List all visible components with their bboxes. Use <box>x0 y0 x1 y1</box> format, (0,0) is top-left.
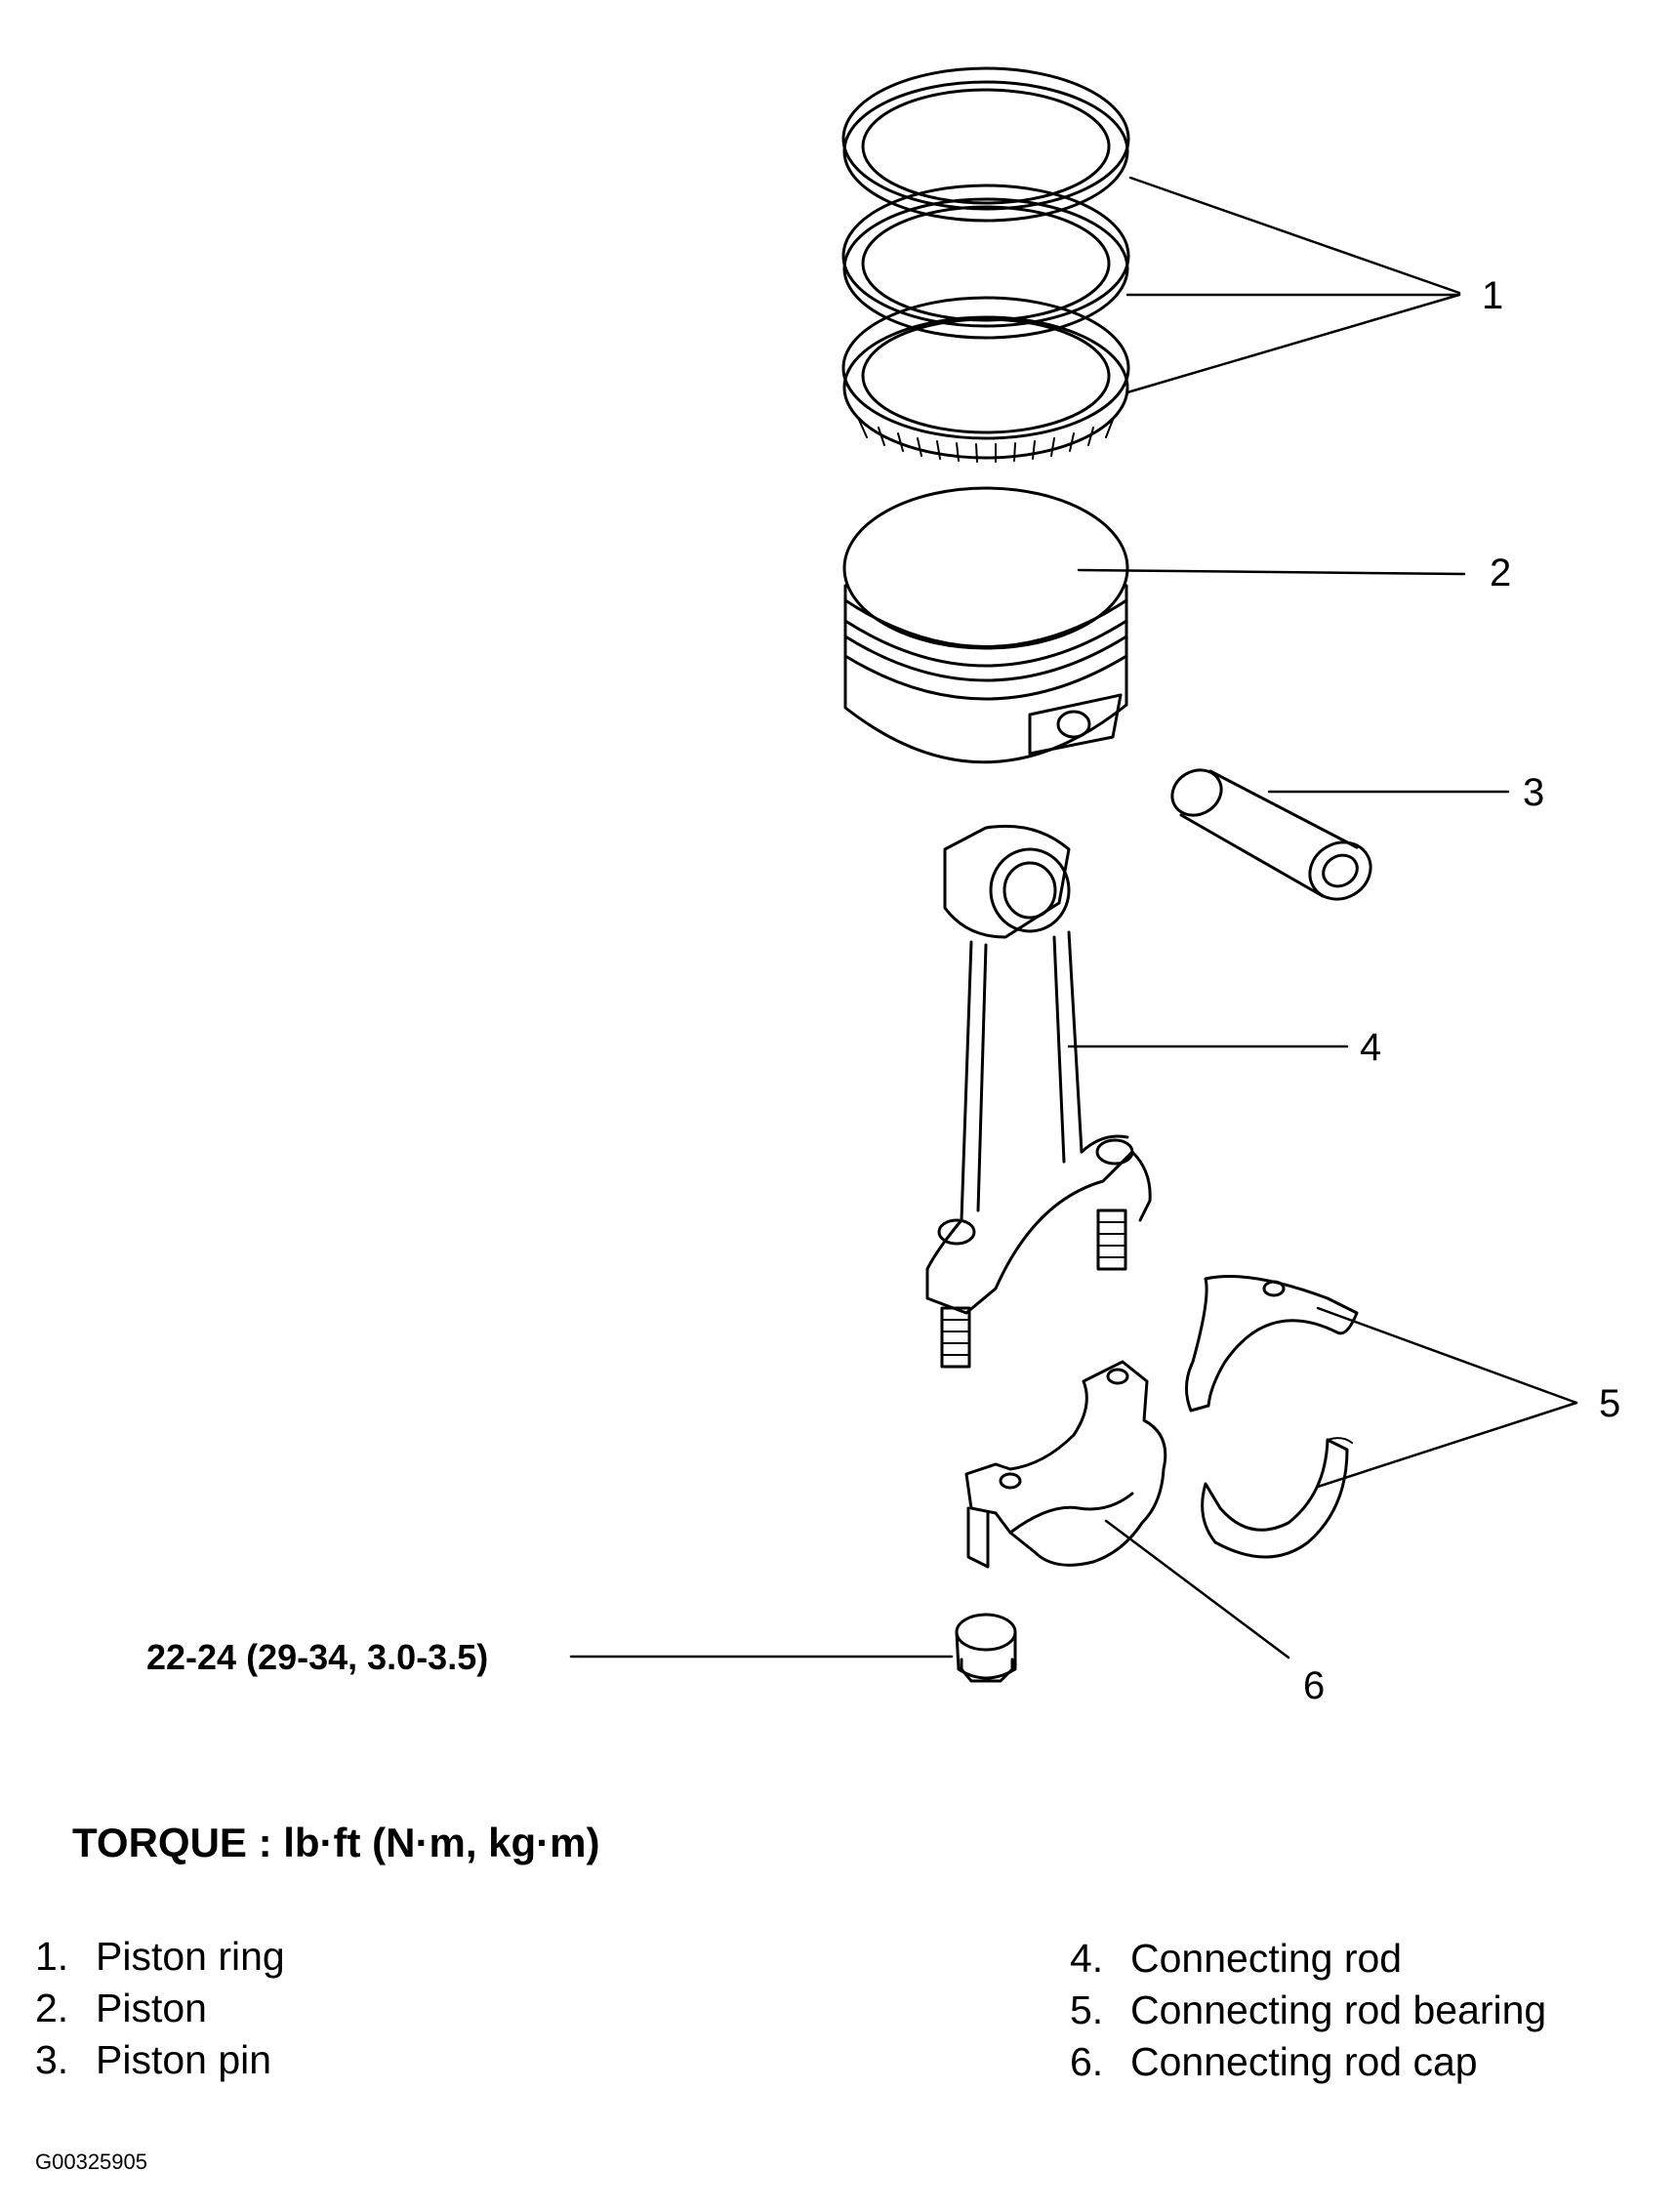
callout-6: 6 <box>1303 1664 1325 1707</box>
legend-item-number: 4. <box>1070 1936 1104 1981</box>
legend-item-label: Connecting rod bearing <box>1130 1987 1547 2032</box>
leader-line-1c <box>1125 293 1461 394</box>
leader-line-5a <box>1316 1306 1578 1405</box>
leader-line-6 <box>1104 1519 1290 1659</box>
piston-ring-middle <box>841 184 1130 340</box>
leader-line-1a <box>1128 176 1461 295</box>
figure-id: G00325905 <box>35 2150 147 2174</box>
callout-5: 5 <box>1599 1382 1620 1425</box>
legend-item-label: Connecting rod <box>1130 1936 1403 1981</box>
callout-3: 3 <box>1523 771 1544 814</box>
piston-ring-top <box>841 66 1130 223</box>
legend-item-number: 1. <box>35 1934 69 1979</box>
leader-line-2 <box>1077 568 1466 576</box>
connecting-rod-bolts <box>937 1138 1134 1369</box>
leader-lines <box>569 176 1578 1659</box>
legend-item: 1. Piston ring <box>35 1931 285 1983</box>
legend-item-number: 2. <box>35 1986 69 2030</box>
connecting-rod-bearing-upper <box>1185 1275 1359 1413</box>
callout-4: 4 <box>1360 1026 1381 1069</box>
legend-item-number: 5. <box>1070 1987 1104 2032</box>
cap-nut <box>955 1613 1017 1683</box>
legend-item: 4. Connecting rod <box>1070 1933 1546 1985</box>
connecting-rod-bearing-lower <box>1201 1437 1353 1559</box>
piston-rings <box>841 66 1130 463</box>
legend-item: 6. Connecting rod cap <box>1070 2036 1546 2088</box>
legend-item-label: Piston <box>96 1986 207 2030</box>
legend-item-label: Piston ring <box>96 1934 285 1979</box>
piston-pin <box>1170 768 1372 901</box>
legend-item: 5. Connecting rod bearing <box>1070 1985 1546 2036</box>
legend-item: 3. Piston pin <box>35 2034 285 2086</box>
leader-line-5b <box>1316 1401 1578 1489</box>
parts-legend-left: 1. Piston ring 2. Piston 3. Piston pin <box>35 1931 285 2086</box>
legend-item-label: Connecting rod cap <box>1130 2039 1478 2084</box>
piston-ring-oil <box>841 296 1130 463</box>
legend-item-number: 6. <box>1070 2039 1104 2084</box>
legend-item: 2. Piston <box>35 1983 285 2034</box>
callout-2: 2 <box>1490 552 1511 594</box>
piston <box>842 486 1129 764</box>
legend-item-number: 3. <box>35 2037 69 2082</box>
torque-spec-label: 22-24 (29-34, 3.0-3.5) <box>146 1637 488 1677</box>
connecting-rod-cap <box>964 1360 1167 1569</box>
torque-heading: TORQUE : lb·ft (N·m, kg·m) <box>72 1820 600 1865</box>
callout-1: 1 <box>1482 274 1503 317</box>
legend-item-label: Piston pin <box>96 2037 272 2082</box>
parts-legend-right: 4. Connecting rod 5. Connecting rod bearin… <box>1070 1933 1546 2088</box>
connecting-rod <box>925 824 1152 1315</box>
